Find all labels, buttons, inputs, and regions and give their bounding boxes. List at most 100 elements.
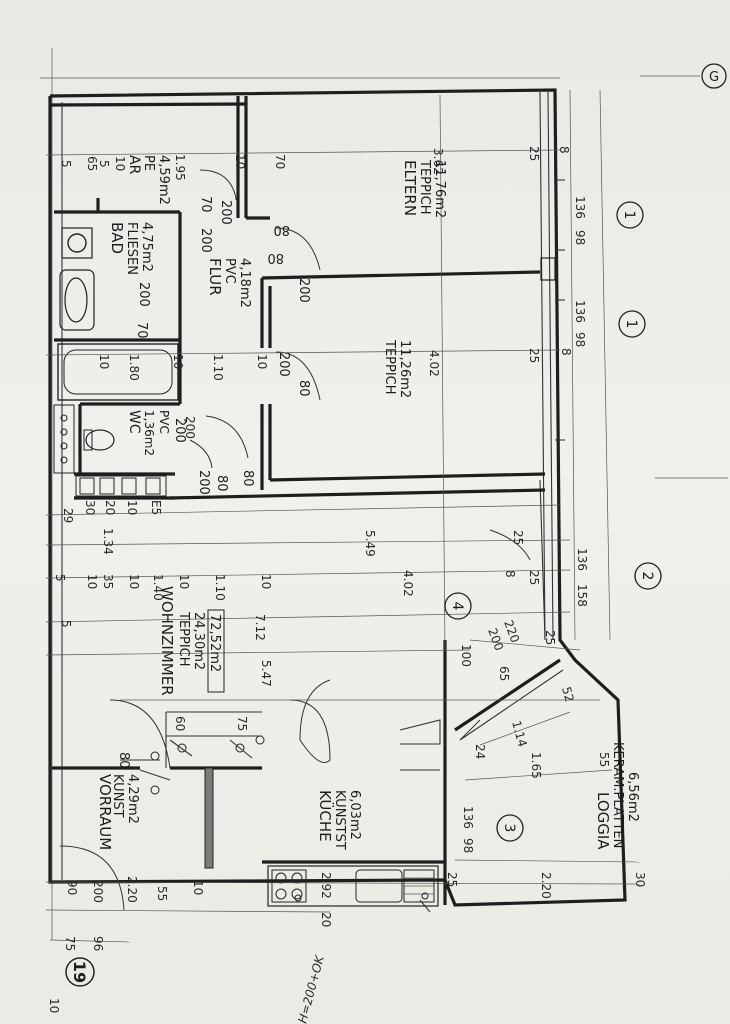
door-label: 80	[240, 470, 255, 487]
dim-text: 2.92	[319, 872, 333, 899]
dim-text: 1.65	[529, 752, 543, 779]
room-loggia-name: LOGGIA	[594, 792, 612, 850]
room-ar-area: 4,59m2	[156, 155, 171, 205]
grid-marker-1a	[616, 201, 644, 229]
door-label: 80	[267, 250, 284, 265]
dim-text: 10	[127, 574, 141, 589]
door-label: 200	[136, 282, 151, 307]
dim-text: 200	[485, 626, 506, 652]
room-bad-area: 4,75m2	[139, 222, 154, 272]
dimension-lines	[45, 75, 728, 943]
dim-text: 136	[461, 806, 475, 829]
dim-text: 10	[47, 998, 61, 1013]
room-ar-name: AR	[126, 155, 142, 175]
dim-text: 25	[527, 348, 541, 363]
room-eltern-floor: TEPPICH	[417, 159, 432, 215]
dim-text: 4.02	[401, 570, 415, 597]
dim-text: 52	[559, 685, 576, 703]
dim-text: 10	[255, 354, 269, 369]
dim-text: 25	[511, 530, 525, 545]
room-wohnzimmer-floor: TEPPICH	[176, 611, 191, 667]
dim-text: 8	[559, 348, 573, 356]
electrical-symbols	[139, 711, 431, 913]
room-flur-name: FLUR	[206, 258, 224, 296]
door-label: 80	[116, 752, 131, 769]
radiator-fixture	[53, 404, 75, 474]
dim-text: 75	[235, 716, 249, 731]
sink-fixture	[59, 269, 95, 331]
dim-text: 90	[65, 880, 79, 895]
dim-text: 10	[233, 154, 247, 169]
door-swings	[59, 169, 531, 911]
room-wc-area: 1,36m2	[142, 410, 156, 456]
dim-text: 1.80	[127, 354, 141, 381]
room-wohnzimmer-name: WOHNZIMMER	[158, 586, 176, 696]
dim-text: 8	[503, 570, 517, 578]
dim-text: 24	[473, 744, 487, 759]
door-label: 200	[276, 352, 291, 377]
interior-walls	[52, 96, 564, 905]
dim-text: 5	[59, 620, 73, 628]
dim-text: 1.34	[101, 528, 115, 555]
room-eltern-name: ELTERN	[401, 160, 419, 216]
dim-text: 136	[573, 196, 587, 219]
dim-text: 98	[461, 838, 475, 853]
dim-text: 10	[191, 880, 205, 895]
dim-text: 136	[573, 300, 587, 323]
grid-marker-2-label: 2	[639, 572, 655, 581]
grid-marker-4-label: 4	[449, 602, 465, 611]
toilet-fixture	[61, 227, 93, 259]
room-wc-name: WC	[126, 410, 142, 434]
window-marks	[555, 179, 565, 441]
door-label: 80	[214, 475, 229, 492]
grid-marker-2	[634, 562, 662, 590]
grid-marker-3	[496, 814, 524, 842]
room-kueche-name: KÜCHE	[316, 790, 335, 842]
dim-text: 30	[83, 500, 97, 515]
door-label: 80	[273, 222, 290, 237]
dim-text: 200	[183, 416, 197, 439]
room-zimmer-area: 11,26m2	[397, 340, 412, 398]
room-kueche-area: 6,03m2	[347, 790, 362, 840]
door-label: 200	[196, 470, 211, 495]
dim-text: 25	[527, 146, 541, 161]
dim-text: 20	[319, 912, 333, 927]
dim-text: 200	[91, 880, 105, 903]
room-loggia-floor: KERAM.PLATTEN	[610, 742, 625, 848]
door-label: 200	[218, 200, 233, 225]
dim-text: 96	[91, 936, 105, 951]
dim-text: 5	[59, 160, 73, 168]
door-label: 70	[134, 322, 149, 339]
dim-text: 55	[597, 752, 611, 767]
dim-text: 5.49	[363, 530, 377, 557]
dim-text: 20	[103, 500, 117, 515]
dim-text: 1.40	[151, 574, 165, 601]
dim-text: 1.10	[211, 354, 225, 381]
room-flur-area: 4,18m2	[237, 258, 252, 308]
unit-marker	[65, 957, 95, 987]
dim-text: 1.14	[509, 719, 529, 748]
dim-text: 2.20	[125, 876, 139, 903]
dim-text: 2.20	[539, 872, 553, 899]
room-flur-floor: PVC	[222, 258, 237, 284]
dim-text: 158	[575, 584, 589, 607]
grid-marker-g	[701, 63, 727, 89]
door-label: 200	[172, 418, 187, 443]
wc-fixture	[85, 429, 115, 451]
dim-text: 35	[101, 574, 115, 589]
dim-text: 75	[63, 936, 77, 951]
room-vorraum-area: 4,29m2	[125, 774, 140, 824]
grid-marker-g-label: G	[709, 70, 719, 85]
room-loggia-area: 6,56m2	[625, 772, 640, 822]
dim-text: 25	[445, 872, 459, 887]
bathtub-fixture	[57, 343, 179, 401]
dimension-texts: 5 65 5 10 1.95 10 70 3.62 25 8 10 1.80 1…	[47, 146, 647, 1024]
door-label: 80	[296, 380, 311, 397]
total-area: 72,52m2	[207, 614, 222, 672]
dim-text: 136	[575, 548, 589, 571]
room-wohnzimmer-area: 24,30m2	[191, 612, 206, 670]
grid-marker-1b-label: 1	[623, 320, 639, 329]
room-bad-floor: FLIESEN	[124, 222, 139, 275]
grid-marker-1b	[618, 310, 646, 338]
